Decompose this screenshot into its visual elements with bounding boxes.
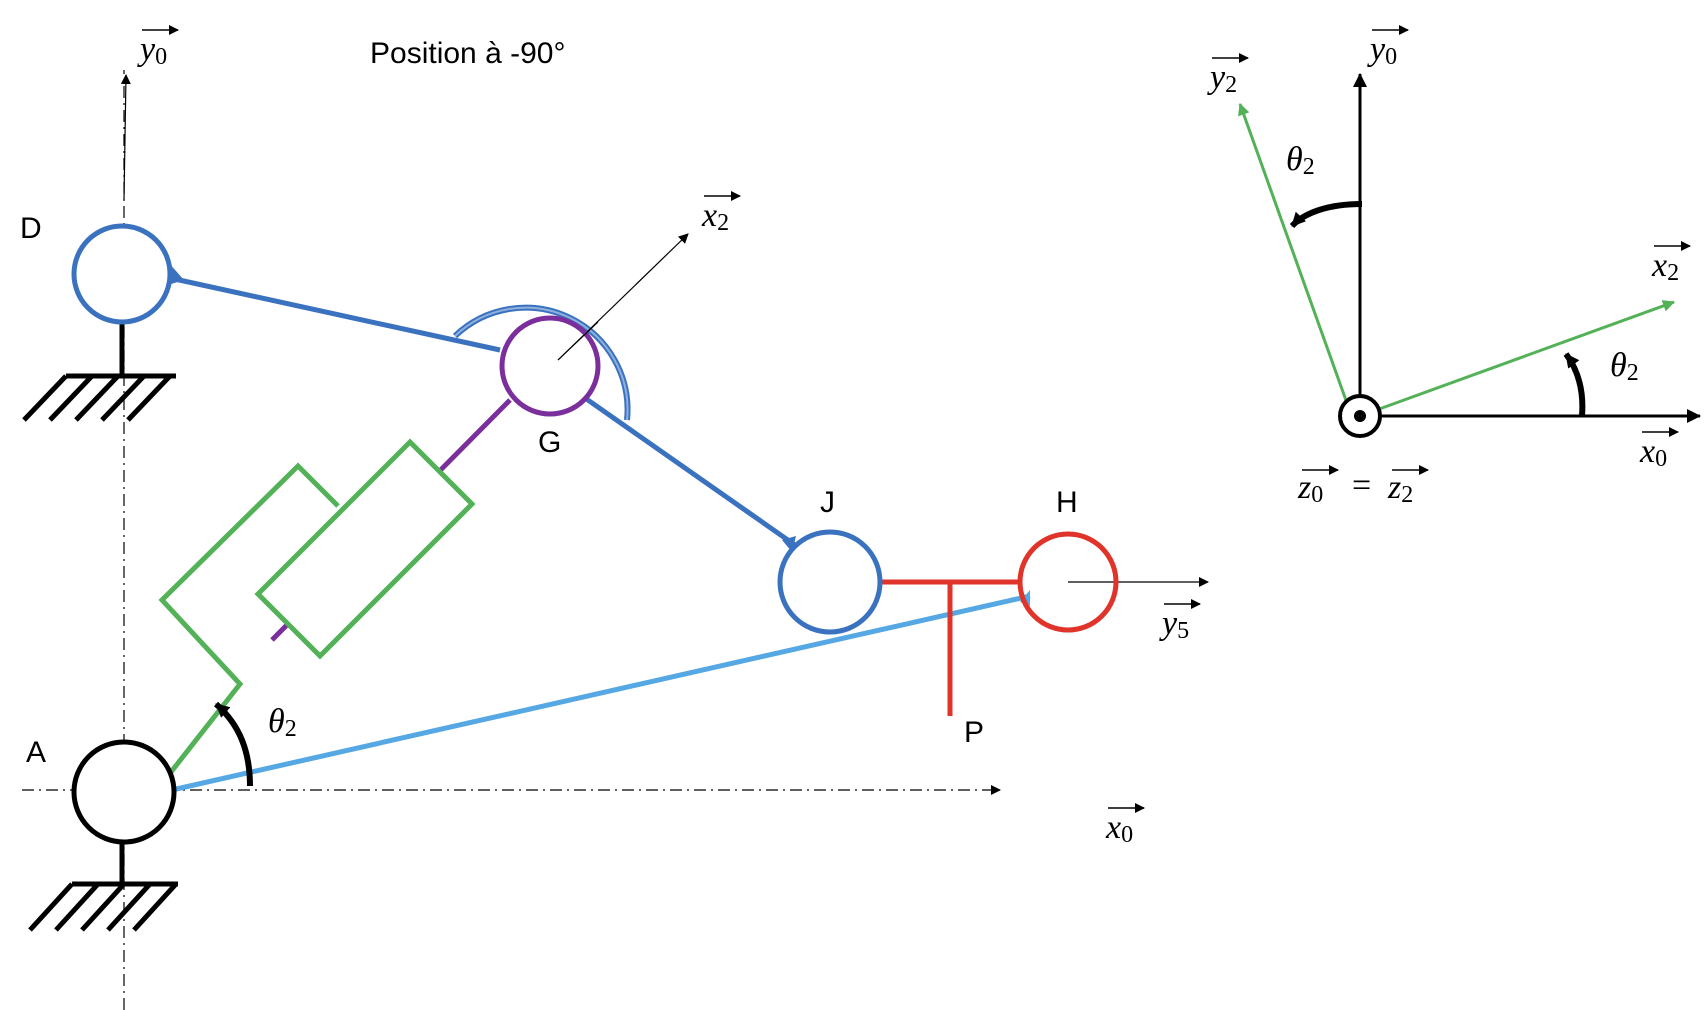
link-gj (583, 395, 797, 548)
label-g: G (538, 426, 561, 459)
svg-text:z0: z0 (1297, 469, 1323, 508)
frame-diagram: y0 y2 x2 x0 θ2 θ2 z0 = z2 (1207, 25, 1701, 508)
frame-x2-axis (1359, 300, 1675, 418)
frame-y2-axis (1238, 103, 1350, 407)
svg-text:x0: x0 (1105, 809, 1133, 848)
theta-label-right: θ2 (1610, 347, 1639, 386)
label-d: D (20, 212, 42, 245)
joint-d (71, 223, 173, 325)
vec-y2-right: y2 (1207, 53, 1249, 98)
theta-label-top: θ2 (1286, 141, 1315, 180)
vec-x0-right: x0 (1639, 427, 1679, 472)
link-ah (171, 593, 1031, 793)
svg-text:y5: y5 (1159, 605, 1189, 644)
vec-x2-left: x2 (701, 191, 741, 236)
vec-x0-left: x0 (1105, 803, 1145, 848)
label-h: H (1056, 486, 1078, 519)
link-dg (169, 275, 501, 353)
svg-text:x2: x2 (1651, 247, 1679, 286)
theta-arrow-top (1289, 201, 1363, 229)
svg-text:θ2: θ2 (1286, 141, 1315, 180)
g-arc-inner (454, 306, 629, 421)
joint-h (1017, 531, 1119, 633)
svg-text:y2: y2 (1207, 59, 1237, 98)
y0-axis-arrow (120, 74, 131, 201)
joint-g (499, 315, 601, 417)
vec-x2-right: x2 (1651, 241, 1691, 286)
svg-text:x0: x0 (1639, 433, 1667, 472)
vec-y0-left: y0 (137, 25, 179, 70)
theta-arrow-right (1563, 352, 1586, 417)
theta-arrow-left (213, 701, 253, 787)
g-arc (452, 304, 631, 421)
ground-d (22, 318, 176, 422)
joint-a (71, 739, 177, 845)
svg-text:x2: x2 (701, 197, 729, 236)
label-a: A (26, 736, 46, 769)
joint-j (777, 529, 883, 635)
svg-text:y0: y0 (137, 31, 167, 70)
link-h (880, 579, 1020, 716)
cylinder-body (158, 438, 476, 788)
svg-text:y0: y0 (1367, 31, 1397, 70)
vec-y5: y5 (1159, 599, 1201, 644)
theta-label-left: θ2 (268, 703, 297, 742)
label-p: P (964, 716, 984, 749)
x2-arrow-inner (557, 321, 599, 361)
svg-text:θ2: θ2 (268, 703, 297, 742)
z-equality-label: z0 = z2 (1297, 465, 1429, 508)
position-title: Position à -90° (370, 37, 565, 70)
svg-text:=: = (1352, 467, 1371, 504)
label-j: J (820, 486, 835, 519)
z-axis-dot (1354, 410, 1366, 422)
ground-a (28, 838, 178, 932)
svg-text:θ2: θ2 (1610, 347, 1639, 386)
svg-text:z2: z2 (1387, 469, 1413, 508)
vec-y0-right: y0 (1367, 25, 1409, 70)
